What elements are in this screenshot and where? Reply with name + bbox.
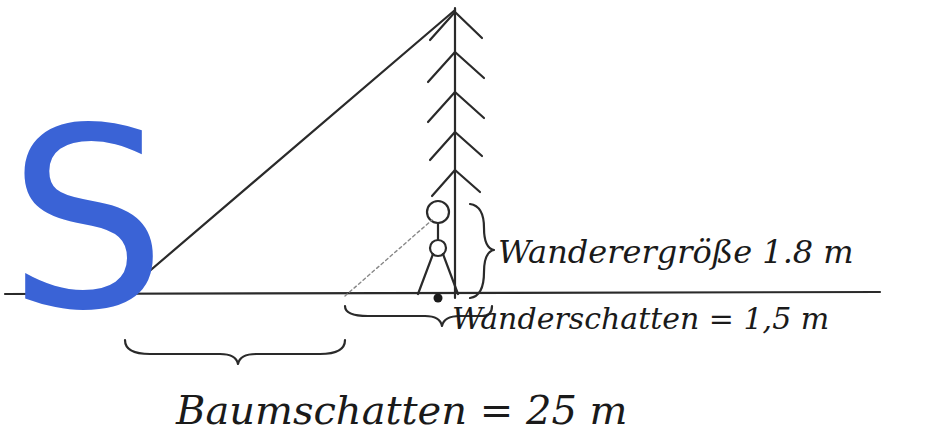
sun-ray (125, 10, 455, 292)
height-brace (470, 204, 494, 298)
tree-shadow-label: Baumschatten = 25 m (176, 390, 628, 430)
blue-letter: S (8, 95, 167, 345)
hiker-shadow-label: Wanderschatten = 1,5 m (452, 304, 829, 334)
hiker-foot-dot (434, 294, 443, 303)
hiker-shadow-ray (345, 220, 432, 296)
tree-branches (428, 12, 484, 196)
hiker-figure (418, 201, 458, 294)
height-label: Wanderergröße 1.8 m (498, 236, 854, 268)
